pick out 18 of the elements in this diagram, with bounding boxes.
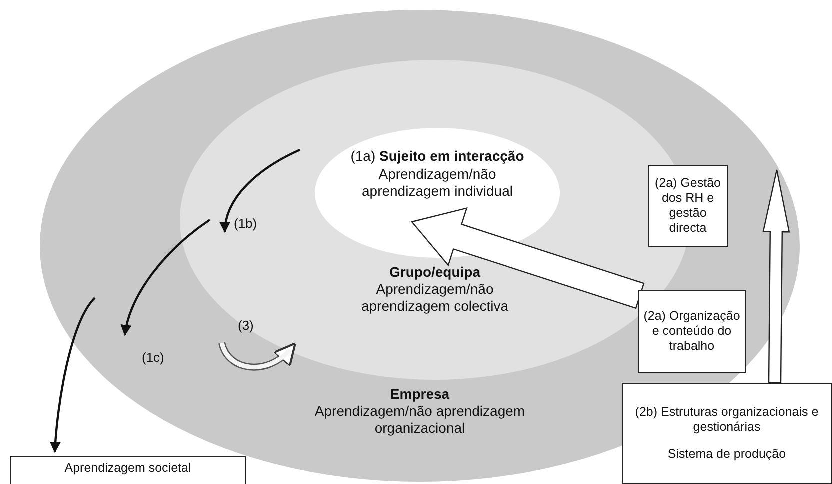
block-arrow [410,207,645,310]
curved-arrow [121,219,211,336]
callout-number: (3) [237,318,255,333]
text-box: (2a) Gestão dos RH e gestão directa [648,165,728,247]
curved-arrow [50,297,96,454]
text-box: (2a) Organização e conteúdo do trabalho [638,290,746,373]
description: Aprendizagem/não aprendizagem organizacional [314,403,526,437]
description: Aprendizagem/não aprendizagem colectiva [360,281,510,315]
block-arrow [762,169,790,384]
edge-label: (1b) [232,216,260,231]
description: Aprendizagem/não aprendizagem individual [361,166,514,200]
text-box: (2b) Estruturas organizacionais e gestionárias Sistema de produção [622,383,832,484]
text-box: Aprendizagem societal [10,456,246,484]
heading: Grupo/equipa [388,264,482,281]
curved-arrow [220,149,300,234]
heading: Empresa [389,386,451,403]
heading: (1a) Sujeito em interacção [350,148,526,165]
edge-label: (1c) [140,350,166,365]
